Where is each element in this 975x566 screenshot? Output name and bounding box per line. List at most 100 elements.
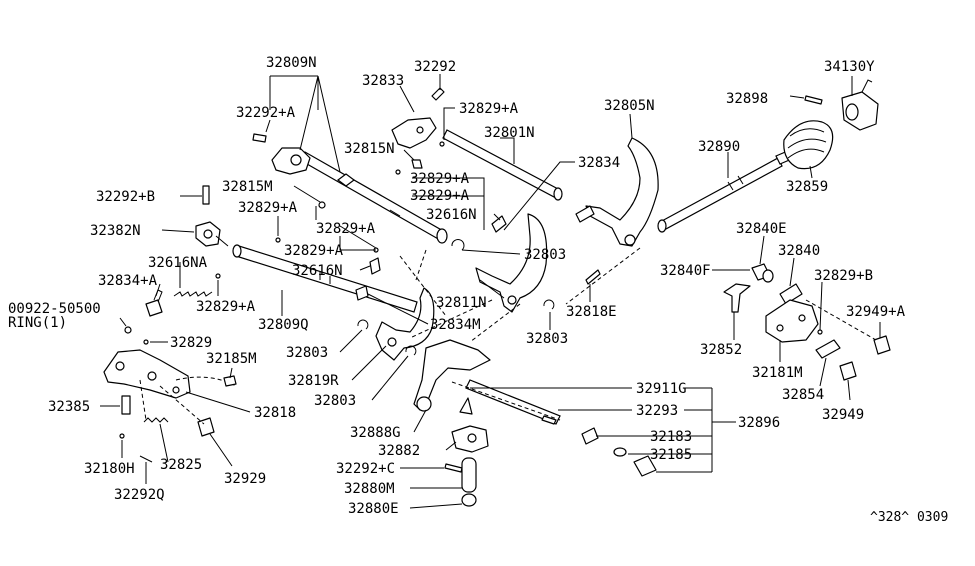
label-32949A: 32949+A	[846, 304, 906, 320]
label-32292B: 32292+B	[96, 189, 155, 205]
label-32880E: 32880E	[348, 501, 399, 517]
ball-32829A	[275, 237, 281, 243]
bolt-32949A	[873, 335, 891, 355]
spring-32616NA	[173, 291, 213, 297]
bracket-32833	[391, 117, 437, 149]
boot-32859	[783, 120, 834, 170]
label-32829A-6: 32829+A	[284, 243, 344, 259]
label-32805N: 32805N	[604, 98, 655, 114]
label-ring: RING(1)	[8, 315, 67, 331]
spring-32825	[143, 417, 169, 423]
label-32829B: 32829+B	[814, 268, 873, 284]
label-32811N: 32811N	[436, 295, 487, 311]
pin-32880M	[461, 457, 477, 493]
label-32809Q: 32809Q	[258, 317, 309, 333]
label-32803-1: 32803	[524, 247, 566, 263]
clip-32803-a	[451, 239, 465, 251]
label-32859: 32859	[786, 179, 828, 195]
bolt-32834A	[145, 289, 163, 317]
dash-9	[159, 385, 205, 425]
bolt-32929	[197, 417, 215, 437]
lever-32882	[451, 425, 489, 453]
dash-2	[469, 303, 521, 343]
bush-32840	[751, 263, 803, 305]
clip-32803-d	[543, 299, 555, 310]
bolt-32896	[633, 455, 657, 477]
label-32829A-3: 32829+A	[410, 188, 470, 204]
label-32180H: 32180H	[84, 461, 135, 477]
label-32293: 32293	[636, 403, 678, 419]
interlock-32382N	[195, 221, 229, 247]
ring-00922	[124, 326, 132, 334]
ball-32180H	[119, 433, 125, 439]
plate-32854	[815, 339, 841, 359]
fork-32809N-end	[271, 147, 311, 175]
pin-32818E	[585, 269, 601, 285]
ball-32829A-2	[395, 169, 401, 175]
label-32818E: 32818E	[566, 304, 617, 320]
label-32929: 32929	[224, 471, 266, 487]
label-32829A-4: 32829+A	[238, 200, 298, 216]
label-32616N-2: 32616N	[292, 263, 343, 279]
label-32854: 32854	[782, 387, 824, 403]
ball-32880E	[461, 493, 477, 507]
spring-32815N	[411, 159, 423, 169]
label-32840E: 32840E	[736, 221, 787, 237]
label-32292: 32292	[414, 59, 456, 75]
label-32911G: 32911G	[636, 381, 687, 397]
label-32616NA: 32616NA	[148, 255, 208, 271]
label-32292A: 32292+A	[236, 105, 296, 121]
label-32801N: 32801N	[484, 125, 535, 141]
ball-32815M	[318, 201, 326, 209]
label-32803-3: 32803	[286, 345, 328, 361]
label-32852: 32852	[700, 342, 742, 358]
pin-32292C	[444, 463, 463, 473]
label-32949: 32949	[822, 407, 864, 423]
label-32819R: 32819R	[288, 373, 339, 389]
label-32833: 32833	[362, 73, 404, 89]
label-32880M: 32880M	[344, 481, 395, 497]
label-32840: 32840	[778, 243, 820, 259]
bracket-32181M	[765, 299, 819, 343]
fork-32811N	[475, 213, 548, 313]
dash-5	[399, 255, 447, 317]
lever-32852	[723, 283, 751, 313]
ball-32829A-4	[215, 273, 221, 279]
dash-7	[451, 381, 561, 421]
label-32834: 32834	[578, 155, 620, 171]
label-32834A: 32834+A	[98, 273, 158, 289]
label-32815N: 32815N	[344, 141, 395, 157]
label-32183: 32183	[650, 429, 692, 445]
label-32834M: 32834M	[430, 317, 481, 333]
lever-end-34130Y	[841, 79, 879, 131]
label-32815M: 32815M	[222, 179, 273, 195]
clip-32803-b	[357, 319, 369, 330]
label-32896: 32896	[738, 415, 780, 431]
plug-32616N-2	[369, 257, 381, 275]
label-32898: 32898	[726, 91, 768, 107]
ball-32829B	[817, 329, 823, 335]
label-32818: 32818	[254, 405, 296, 421]
label-32803-2: 32803	[526, 331, 568, 347]
pin-32292A	[252, 133, 267, 143]
pin-32292Q	[139, 455, 153, 463]
label-32829A-7: 32829+A	[196, 299, 256, 315]
label-32385: 32385	[48, 399, 90, 415]
pin-32292B	[202, 185, 210, 205]
bolt-32834M	[355, 285, 369, 301]
fork-32805N	[575, 137, 659, 247]
leader-lines	[100, 74, 881, 509]
label-32888G: 32888G	[350, 425, 401, 441]
label-32803-4: 32803	[314, 393, 356, 409]
label-32616N-1: 32616N	[426, 207, 477, 223]
label-32829A-2: 32829+A	[410, 171, 470, 187]
label-32882: 32882	[378, 443, 420, 459]
label-32829A-1: 32829+A	[459, 101, 519, 117]
label-32292C: 32292+C	[336, 461, 395, 477]
label-32829: 32829	[170, 335, 212, 351]
dash-1	[409, 299, 493, 339]
rod-32890	[657, 149, 795, 233]
label-32829A-5: 32829+A	[316, 221, 376, 237]
dash-3	[565, 247, 641, 305]
